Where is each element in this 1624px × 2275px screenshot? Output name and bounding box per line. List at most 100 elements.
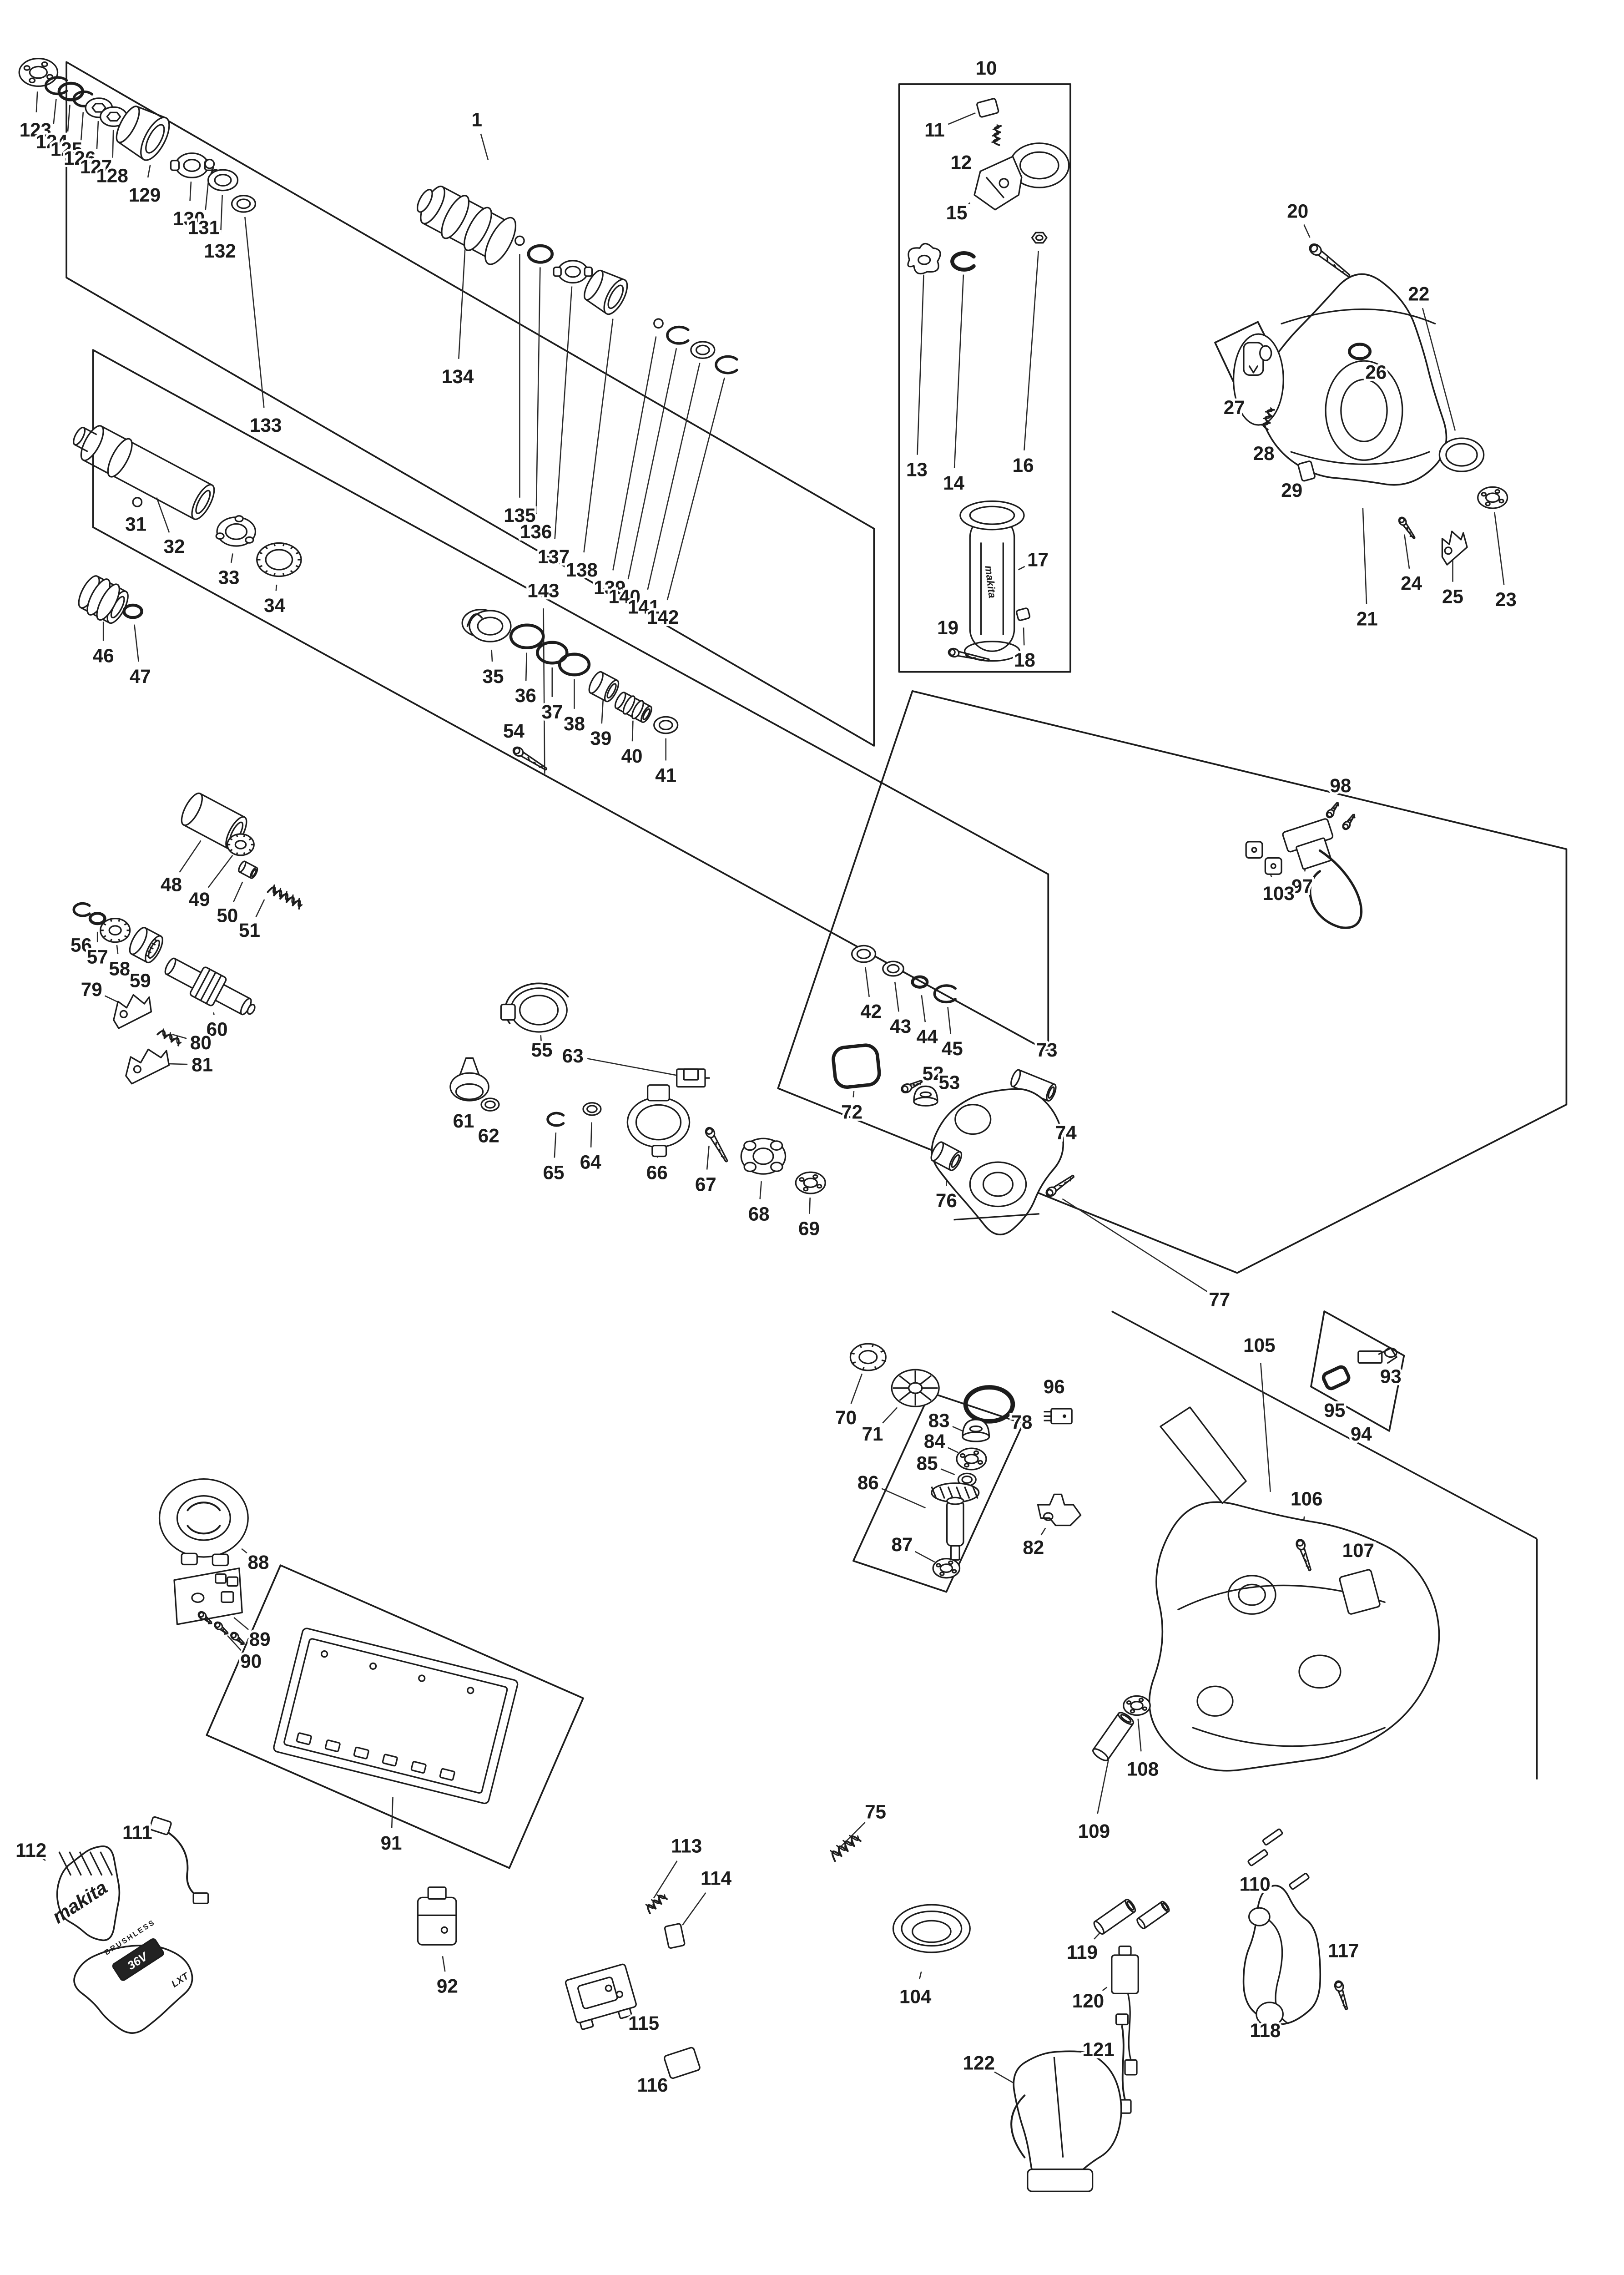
- leader-line-44: [921, 995, 926, 1022]
- leader-line-90: [227, 1635, 242, 1651]
- part-drawing-98: [1326, 802, 1356, 830]
- part-label-133: 133: [250, 415, 282, 436]
- leader-line-60: [213, 1012, 215, 1015]
- part-label-66: 66: [646, 1162, 668, 1183]
- part-drawing-139: [653, 318, 664, 329]
- crank-area-outline: [777, 690, 1568, 1274]
- part-drawing-111: [149, 1816, 209, 1905]
- leader-line-88: [241, 1548, 247, 1554]
- part-label-130: 130: [173, 208, 205, 229]
- part-label-83: 83: [928, 1410, 950, 1431]
- part-label-106: 106: [1291, 1488, 1322, 1510]
- part-drawing-33: [215, 515, 257, 547]
- part-label-119: 119: [1067, 1941, 1098, 1963]
- part-drawing-95: [1321, 1365, 1351, 1390]
- part-label-93: 93: [1380, 1365, 1402, 1387]
- part-label-141: 141: [628, 596, 660, 617]
- part-label-134: 134: [442, 366, 474, 387]
- housing-volt: 36V: [112, 1938, 164, 1981]
- part-drawing-114: [664, 1923, 686, 1949]
- leader-line-85: [940, 1468, 955, 1476]
- part-label-76: 76: [936, 1190, 957, 1211]
- part-label-86: 86: [857, 1472, 879, 1493]
- part-label-43: 43: [890, 1016, 911, 1037]
- part-drawing-39: [588, 671, 620, 703]
- part-label-115: 115: [628, 2012, 659, 2034]
- part-label-80: 80: [190, 1032, 212, 1053]
- part-drawing-34: [256, 542, 302, 577]
- part-label-31: 31: [125, 514, 146, 535]
- part-label-52: 52: [923, 1063, 944, 1084]
- part-drawing-118: [1242, 1885, 1321, 2027]
- part-drawing-71: [891, 1369, 940, 1407]
- part-drawing-81: [125, 1048, 170, 1085]
- leader-line-124: [53, 99, 57, 124]
- part-label-23: 23: [1495, 589, 1517, 610]
- part-drawing-72: [832, 1043, 881, 1089]
- leader-line-89: [233, 1617, 249, 1630]
- part-drawing-65: [546, 1112, 565, 1127]
- leader-line-79: [104, 995, 119, 1003]
- part-label-87: 87: [892, 1534, 913, 1555]
- leader-line-39: [601, 700, 604, 724]
- leader-line-82: [1040, 1527, 1046, 1536]
- part-label-70: 70: [835, 1407, 857, 1428]
- part-label-137: 137: [538, 546, 570, 567]
- part-label-26: 26: [1365, 361, 1387, 383]
- leader-line-127: [96, 121, 99, 149]
- leader-line-21: [1362, 508, 1367, 604]
- part-drawing-18: [1016, 607, 1031, 621]
- part-drawing-75: [830, 1835, 862, 1862]
- part-drawing-92: [417, 1886, 457, 1946]
- part-drawing-115: [565, 1963, 637, 2030]
- leader-line-108: [1137, 1719, 1142, 1752]
- leader-line-24: [1404, 534, 1410, 569]
- part-drawing-87: [932, 1558, 961, 1579]
- part-label-50: 50: [217, 905, 238, 926]
- part-label-12: 12: [950, 152, 972, 173]
- part-drawing-142: [715, 355, 738, 374]
- part-drawing-97: [1282, 818, 1363, 929]
- leader-line-142: [666, 377, 725, 601]
- part-label-61: 61: [453, 1110, 474, 1132]
- part-drawing-96: [1044, 1408, 1073, 1425]
- part-drawing-91: [273, 1628, 519, 1805]
- part-drawing-12: [991, 124, 1002, 146]
- part-drawing-73: [1010, 1069, 1057, 1102]
- part-drawing-24: [1398, 516, 1416, 540]
- part-drawing-79: [113, 994, 152, 1029]
- leader-line-33: [230, 553, 233, 563]
- part-drawing-88: [158, 1478, 249, 1567]
- part-label-17: 17: [1027, 549, 1049, 571]
- leader-line-1: [480, 133, 489, 160]
- leader-line-133: [244, 217, 265, 408]
- controller-box: [206, 1564, 584, 1869]
- part-drawing-23: [1477, 486, 1508, 509]
- part-drawing-19: [948, 647, 990, 662]
- side-handle-box: [898, 83, 1071, 673]
- part-label-113: 113: [671, 1835, 702, 1856]
- leader-line-114: [682, 1892, 706, 1926]
- leader-line-16: [1024, 251, 1039, 451]
- leader-line-91: [391, 1797, 393, 1828]
- part-label-84: 84: [924, 1431, 945, 1452]
- leader-line-15: [968, 202, 971, 205]
- part-label-122: 122: [963, 2052, 995, 2073]
- part-drawing-45: [933, 984, 957, 1004]
- part-drawing-37: [536, 641, 569, 665]
- part-label-40: 40: [621, 745, 643, 767]
- leader-line-11: [948, 112, 976, 125]
- part-drawing-52: [901, 1079, 923, 1093]
- part-label-129: 129: [129, 184, 161, 206]
- leader-line-109: [1097, 1759, 1110, 1814]
- part-label-107: 107: [1342, 1540, 1374, 1561]
- part-label-89: 89: [249, 1628, 271, 1650]
- part-label-62: 62: [478, 1125, 499, 1146]
- part-label-110: 110: [1240, 1874, 1271, 1895]
- part-drawing-20: [1309, 243, 1351, 278]
- part-label-36: 36: [515, 685, 536, 706]
- part-drawing-22: [1438, 437, 1485, 472]
- part-label-65: 65: [543, 1162, 565, 1183]
- part-label-14: 14: [943, 472, 964, 494]
- part-label-48: 48: [161, 874, 182, 895]
